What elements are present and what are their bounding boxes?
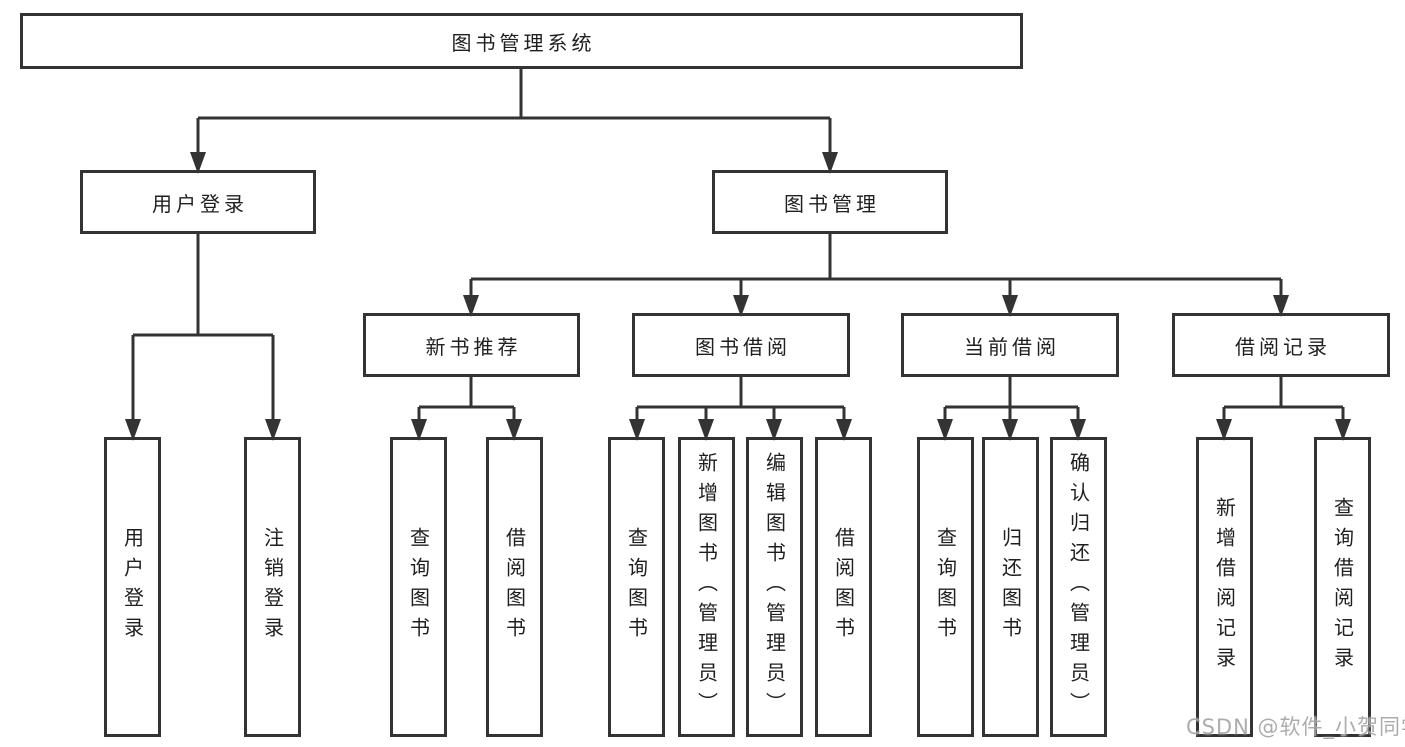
leaf-query-books-recommend: 查询图书 <box>390 437 447 737</box>
leaf-label: 新增借阅记录 <box>1212 497 1237 677</box>
leaf-label: 用户登录 <box>120 527 145 647</box>
leaf-query-borrow-record: 查询借阅记录 <box>1314 437 1371 737</box>
csdn-watermark: CSDN @软件_小贺同学 <box>1186 715 1405 739</box>
node-label: 新书推荐 <box>425 334 522 359</box>
leaf-label: 新增图书（管理员） <box>694 452 719 722</box>
leaf-return-books: 归还图书 <box>982 437 1039 737</box>
node-borrowing-records: 借阅记录 <box>1172 313 1390 377</box>
leaf-edit-book-admin: 编辑图书（管理员） <box>746 437 803 737</box>
leaf-label: 归还图书 <box>998 527 1023 647</box>
node-new-book-recommendation: 新书推荐 <box>363 313 580 377</box>
node-current-borrowing: 当前借阅 <box>901 313 1119 377</box>
leaf-query-books-borrowing: 查询图书 <box>608 437 665 737</box>
node-label: 用户登录 <box>152 191 248 216</box>
node-book-borrowing: 图书借阅 <box>632 313 850 377</box>
node-book-management: 图书管理 <box>712 170 948 234</box>
node-label: 图书管理系统 <box>451 30 596 55</box>
leaf-label: 查询图书 <box>624 527 649 647</box>
node-label: 图书管理 <box>784 191 880 216</box>
leaf-borrow-books-recommend: 借阅图书 <box>486 437 543 737</box>
leaf-label: 编辑图书（管理员） <box>762 452 787 722</box>
leaf-label: 查询图书 <box>933 527 958 647</box>
leaf-user-login: 用户登录 <box>104 437 161 737</box>
leaf-add-borrow-record: 新增借阅记录 <box>1196 437 1253 737</box>
node-library-management-system: 图书管理系统 <box>20 13 1023 69</box>
leaf-label: 确认归还（管理员） <box>1066 452 1091 722</box>
leaf-label: 查询图书 <box>406 527 431 647</box>
leaf-label: 注销登录 <box>260 527 285 647</box>
node-user-login: 用户登录 <box>80 170 316 234</box>
leaf-add-book-admin: 新增图书（管理员） <box>678 437 735 737</box>
node-label: 借阅记录 <box>1235 334 1331 359</box>
leaf-confirm-return-admin: 确认归还（管理员） <box>1050 437 1107 737</box>
leaf-label: 借阅图书 <box>502 527 527 647</box>
node-label: 当前借阅 <box>964 334 1060 359</box>
leaf-borrow-books-borrowing: 借阅图书 <box>815 437 872 737</box>
node-label: 图书借阅 <box>695 334 791 359</box>
leaf-label: 查询借阅记录 <box>1330 497 1355 677</box>
leaf-query-books-current: 查询图书 <box>917 437 974 737</box>
leaf-label: 借阅图书 <box>831 527 856 647</box>
leaf-logout: 注销登录 <box>244 437 301 737</box>
